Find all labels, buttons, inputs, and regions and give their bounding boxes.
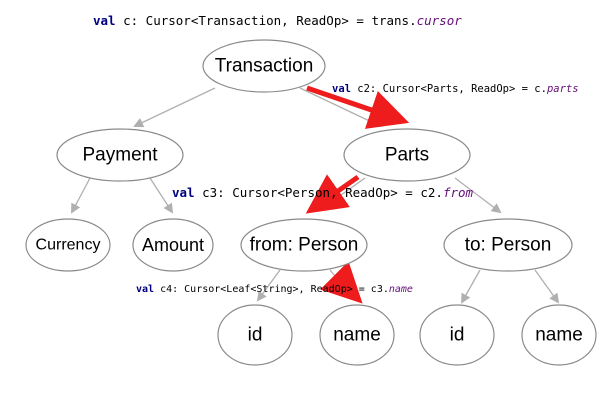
annotation-c4: val c4: Cursor<Leaf<String>, ReadOp> = c… (136, 284, 413, 295)
node-label-payment: Payment (83, 145, 159, 166)
edge-payment-currency (71, 177, 91, 214)
node-parts: Parts (343, 128, 471, 182)
node-to-person: to: Person (443, 218, 573, 272)
node-label-to-name: name (535, 325, 583, 346)
annotation-c4-accessor: name (389, 284, 413, 295)
annotation-c2-accessor: parts (546, 83, 579, 95)
node-label-to-id: id (450, 325, 465, 346)
node-label-from-person: from: Person (250, 235, 359, 256)
red-arrow-parts-to-from (305, 174, 360, 214)
annotation-c3-declaration: c3: Cursor<Person, ReadOp> = c2. (195, 185, 443, 200)
red-arrow-from-to-name (320, 261, 363, 304)
node-from-id: id (217, 304, 293, 366)
node-label-amount: Amount (142, 235, 204, 255)
annotation-c-accessor: cursor (417, 13, 463, 28)
annotation-c3-keyword: val (172, 185, 195, 200)
annotation-c4-keyword: val (136, 284, 154, 295)
node-label-transaction: Transaction (215, 56, 314, 77)
node-currency: Currency (25, 218, 111, 272)
node-label-to-person: to: Person (465, 235, 552, 256)
node-label-from-name: name (333, 325, 381, 346)
annotation-c3: val c3: Cursor<Person, ReadOp> = c2.from (172, 185, 474, 200)
annotation-c3-accessor: from (443, 185, 474, 200)
node-to-id: id (419, 304, 495, 366)
node-to-name: name (521, 304, 597, 366)
node-from-name: name (319, 304, 395, 366)
node-transaction: Transaction (202, 39, 326, 93)
annotation-c2: val c2: Cursor<Parts, ReadOp> = c.parts (332, 83, 579, 95)
edge-to-id (461, 269, 481, 304)
node-label-currency: Currency (36, 237, 101, 254)
edge-from-id (256, 269, 281, 302)
node-from-person: from: Person (240, 218, 368, 272)
node-label-parts: Parts (385, 145, 429, 166)
annotation-c4-declaration: c4: Cursor<Leaf<String>, ReadOp> = c3. (154, 284, 389, 295)
annotation-c: val c: Cursor<Transaction, ReadOp> = tra… (93, 13, 462, 28)
cursor-path (305, 85, 410, 304)
node-amount: Amount (132, 218, 214, 272)
edge-payment-amount (149, 177, 174, 214)
annotation-c-keyword: val (93, 13, 116, 28)
edge-to-name (534, 269, 560, 304)
annotation-c2-keyword: val (332, 83, 351, 95)
red-arrow-transaction-to-parts (306, 85, 410, 129)
annotation-c2-declaration: c2: Cursor<Parts, ReadOp> = c. (351, 83, 547, 95)
annotation-c-declaration: c: Cursor<Transaction, ReadOp> = trans. (116, 13, 417, 28)
edge-transaction-payment (133, 87, 216, 128)
node-payment: Payment (56, 128, 184, 182)
node-label-from-id: id (248, 325, 263, 346)
edge-parts-to (454, 177, 502, 214)
